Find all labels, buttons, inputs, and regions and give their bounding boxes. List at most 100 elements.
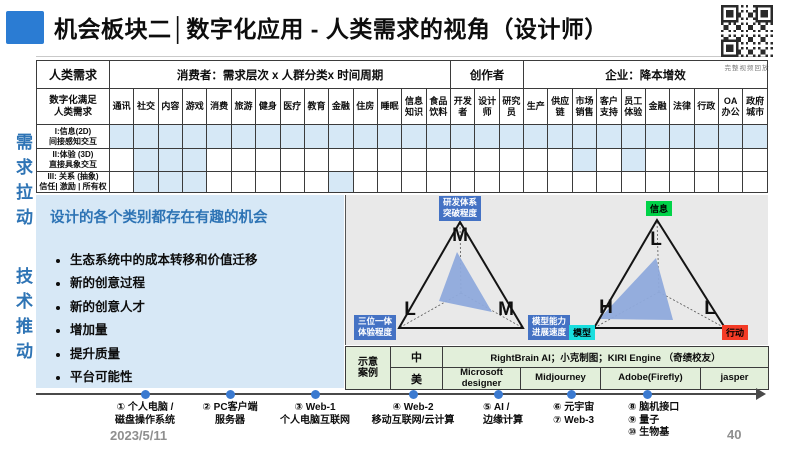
column-header: 员工 体验: [620, 88, 646, 125]
label-demand-pull: 需求拉动: [13, 133, 32, 233]
timeline-dot: [311, 390, 320, 399]
matrix-cell: [133, 124, 159, 149]
matrix-cell: [157, 148, 184, 172]
matrix-cell: [450, 148, 476, 172]
column-header: 设计 师: [474, 88, 500, 125]
matrix-cell: [620, 171, 646, 193]
triangle-right: [592, 218, 727, 329]
column-header: 健身: [255, 88, 281, 125]
matrix-cell: [206, 148, 232, 172]
matrix-cell: [717, 124, 744, 149]
timeline-dot: [567, 390, 576, 399]
radar-fill-left: [439, 252, 492, 312]
title-divider: [36, 56, 768, 57]
case-row-us: 美 Microsoft designer Midjourney Adobe(Fi…: [346, 367, 770, 390]
matrix-cell: [328, 148, 354, 172]
column-header: 客户 支持: [596, 88, 622, 125]
matrix-cell: [571, 124, 598, 149]
radar-value: M: [452, 225, 468, 246]
case-us-example: Adobe(Firefly): [600, 367, 701, 390]
bullet-item: 新的创意过程: [70, 276, 344, 290]
matrix-cell: [303, 124, 330, 149]
matrix-cell: [693, 171, 719, 193]
matrix-cell: [108, 148, 135, 172]
matrix-cell: [693, 124, 719, 149]
matrix-cell: [644, 124, 671, 149]
matrix-cell: [596, 124, 622, 149]
opportunity-bullets: 生态系统中的成本转移和价值迁移新的创意过程新的创意人才增加量提升质量平台可能性: [36, 253, 344, 384]
row-label: III: 关系 (抽象) 信任| 激励 | 所有权: [36, 171, 110, 193]
matrix-cell: [230, 171, 257, 193]
matrix-cell: [376, 124, 403, 149]
case-us-example: Midjourney: [520, 367, 601, 390]
matrix-cell: [547, 124, 573, 149]
column-header: 住房: [352, 88, 378, 125]
qr-code-image: [721, 5, 773, 57]
timeline-item: ① 个人电脑 / 磁盘操作系统: [115, 402, 175, 426]
column-header: 社交: [133, 88, 159, 125]
radar-panel: M L M 研发体系 突破程度 三位一体 体验程度 模型能力 进展速度 L H …: [345, 195, 768, 345]
axis-label-trinity-experience: 三位一体 体验程度: [353, 315, 397, 340]
bullet-item: 新的创意人才: [70, 300, 344, 314]
matrix-cell: [328, 124, 354, 149]
column-header: 旅游: [230, 88, 257, 125]
radar-value: L: [704, 298, 716, 319]
matrix-row: I:信息(2D) 间接感知交互: [36, 124, 768, 149]
column-header: 消费: [206, 88, 232, 125]
radar-triangles: [397, 218, 727, 329]
matrix-cell: [669, 148, 695, 172]
matrix-cell: [157, 124, 184, 149]
timeline-item: ⑤ AI / 边缘计算: [483, 402, 523, 426]
column-header: 开发 者: [450, 88, 476, 125]
matrix-cell: [255, 171, 281, 193]
matrix-cell: [206, 124, 232, 149]
column-header: 法律: [669, 88, 695, 125]
matrix-cell: [498, 124, 525, 149]
matrix-cell: [596, 148, 622, 172]
matrix-cell: [157, 171, 184, 193]
needs-matrix: 人类需求 消费者：需求层次 x 人群分类x 时间周期 创作者 企业：降本增效 数…: [36, 60, 768, 193]
column-header: 金融: [644, 88, 671, 125]
matrix-cell: [376, 171, 403, 193]
timeline-item: ⑧ 脑机接口 ⑨ 量子 ⑩ 生物基: [628, 402, 680, 438]
bullet-item: 生态系统中的成本转移和价值迁移: [70, 253, 344, 267]
matrix-group-row: 人类需求 消费者：需求层次 x 人群分类x 时间周期 创作者 企业：降本增效: [36, 60, 768, 89]
matrix-cell: [693, 148, 719, 172]
timeline-item: ③ Web-1 个人电脑互联网: [280, 402, 350, 426]
row-label: I:信息(2D) 间接感知交互: [36, 124, 110, 149]
column-header: 信息 知识: [401, 88, 427, 125]
column-header: 市场 销售: [571, 88, 598, 125]
timeline-item: ② PC客户端 服务器: [202, 402, 258, 426]
matrix-cell: [571, 171, 598, 193]
matrix-cell: [352, 171, 378, 193]
matrix-cell: [182, 148, 208, 172]
case-row-cn: 示意 案例 中 RightBrain AI；小克制图；KIRI Engine （…: [345, 346, 770, 390]
matrix-cell: [523, 124, 549, 149]
case-us-label: 美: [390, 367, 443, 390]
radar-value: L: [650, 229, 662, 250]
corner-digital-needs: 数字化满足 人类需求: [36, 88, 110, 125]
matrix-cell: [547, 171, 573, 193]
matrix-cell: [669, 124, 695, 149]
slide-date: 2023/5/11: [110, 428, 168, 443]
case-cn-label: 中: [390, 346, 443, 368]
matrix-cell: [425, 171, 452, 193]
matrix-cell: [230, 148, 257, 172]
tag-model: 模型: [568, 325, 596, 340]
matrix-cell: [450, 171, 476, 193]
matrix-cell: [596, 171, 622, 193]
matrix-column-row: 数字化满足 人类需求 通讯社交内容游戏消费旅游健身医疗教育金融住房睡眠信息 知识…: [36, 88, 768, 125]
matrix-cell: [717, 171, 744, 193]
matrix-cell: [279, 148, 305, 172]
matrix-cell: [303, 148, 330, 172]
matrix-cell: [742, 148, 768, 172]
row-label: II:体验 (3D) 直接具象交互: [36, 148, 110, 172]
matrix-cell: [328, 171, 354, 193]
case-us-example: Microsoft designer: [442, 367, 521, 390]
axis-label-model-progress: 模型能力 进展速度: [527, 315, 571, 340]
matrix-cell: [255, 148, 281, 172]
matrix-row: II:体验 (3D) 直接具象交互: [36, 148, 768, 172]
matrix-cell: [352, 124, 378, 149]
matrix-cell: [133, 148, 159, 172]
